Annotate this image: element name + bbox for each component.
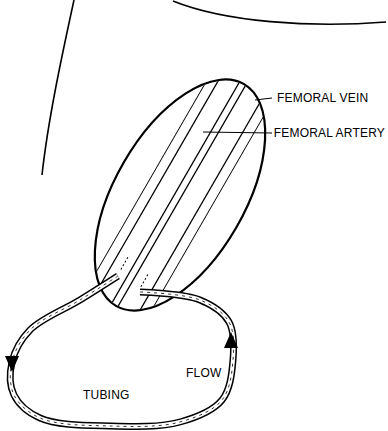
part-label: FEMORAL VEIN (277, 91, 368, 105)
artery-wall (106, 71, 246, 313)
flow-arrowhead (5, 356, 19, 372)
incision (54, 41, 307, 348)
flow-arrowhead (224, 332, 238, 348)
artery-wall (89, 62, 229, 304)
cannula-tip (120, 257, 128, 271)
tubing-lumen (10, 276, 233, 426)
thigh-outline (42, 0, 74, 175)
tubing-texture (10, 276, 233, 426)
vein-wall (112, 75, 252, 317)
cannula-tip (140, 275, 148, 288)
flow-label: FLOW (186, 366, 221, 380)
groin-crease (173, 1, 386, 24)
tissue-line (81, 57, 221, 299)
tubing (10, 276, 233, 426)
leader-line (203, 132, 272, 133)
leader-line (255, 98, 272, 100)
part-label: FEMORAL ARTERY (274, 126, 385, 140)
part-label: TUBING (83, 388, 130, 402)
tubing-wall (10, 276, 233, 426)
